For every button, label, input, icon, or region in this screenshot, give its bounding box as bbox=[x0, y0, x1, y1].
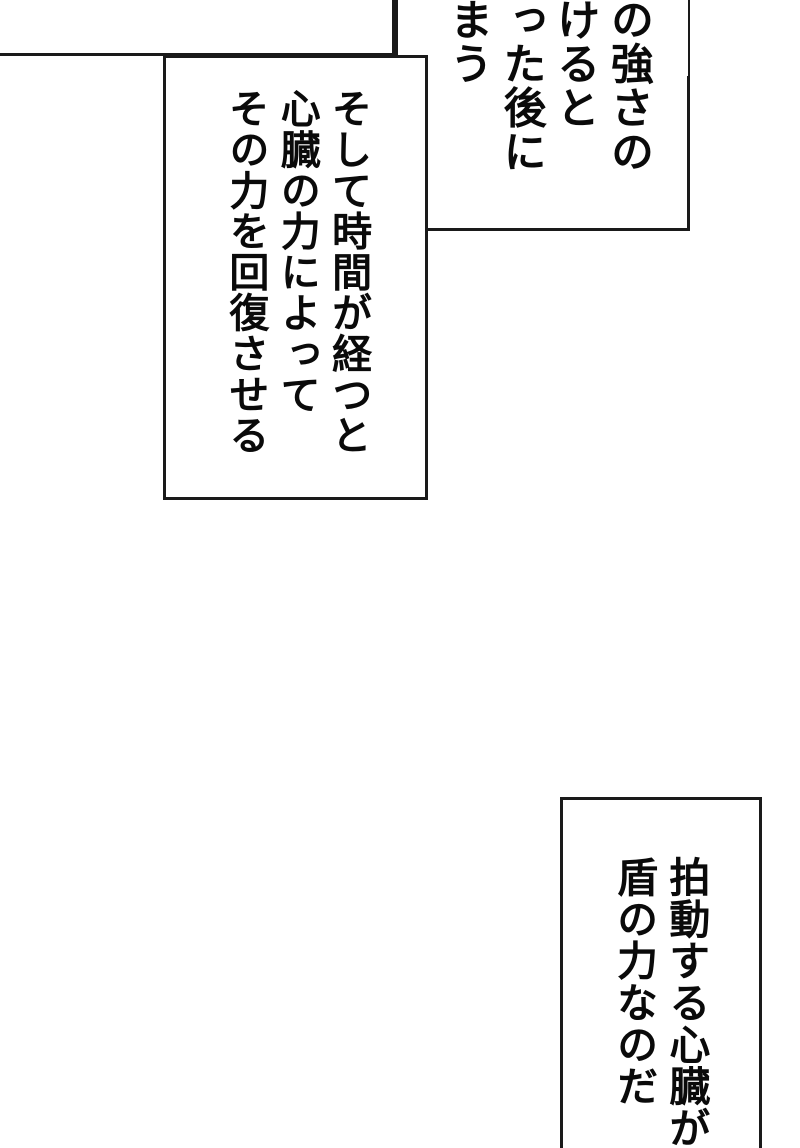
text-column: 拍動する心臓が bbox=[661, 856, 710, 1148]
balloon-seam-b bbox=[398, 0, 688, 76]
text-column: しまう bbox=[442, 0, 493, 86]
text-column: 守った後に bbox=[496, 0, 547, 174]
speech-balloon-top-text: 上の強さの 受けると 守った後に しまう bbox=[436, 0, 654, 174]
text-column: 盾の力なのだ bbox=[609, 856, 658, 1107]
speech-balloon-middle-text: そして時間が経つと 心臓の力によって その力を回復させる bbox=[215, 88, 372, 456]
text-column: 上の強さの bbox=[603, 0, 654, 174]
speech-balloon-middle bbox=[163, 55, 428, 500]
text-column: そして時間が経つと bbox=[325, 88, 372, 456]
speech-balloon-bottom-text: 拍動する心臓が 盾の力なのだ bbox=[602, 856, 710, 1148]
text-column: 受けると bbox=[549, 0, 600, 130]
speech-balloon-top-left-fragment bbox=[0, 0, 395, 56]
text-column: 心臓の力によって bbox=[273, 88, 320, 415]
text-column: その力を回復させる bbox=[222, 88, 269, 456]
speech-balloon-bottom bbox=[560, 797, 762, 1148]
